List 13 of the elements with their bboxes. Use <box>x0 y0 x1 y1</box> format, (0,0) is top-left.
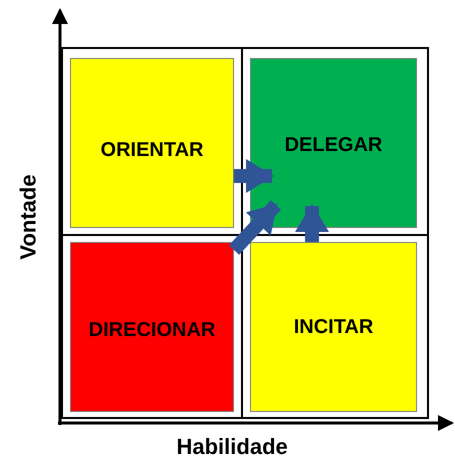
arrow <box>228 200 282 255</box>
arrow <box>234 159 274 193</box>
quadrant-label: DIRECIONAR <box>88 319 216 342</box>
quadrant-box <box>250 58 417 228</box>
quadrant-box <box>250 242 417 412</box>
axis-label: Vontade <box>15 174 42 260</box>
quadrant-label: DELEGAR <box>284 134 384 157</box>
quadrant-box <box>70 242 234 412</box>
quadrant-label: INCITAR <box>292 316 374 339</box>
arrow <box>295 204 329 242</box>
axis-label: Habilidade <box>176 434 288 460</box>
quadrant-box <box>70 58 234 228</box>
quadrant-label: ORIENTAR <box>100 139 204 162</box>
